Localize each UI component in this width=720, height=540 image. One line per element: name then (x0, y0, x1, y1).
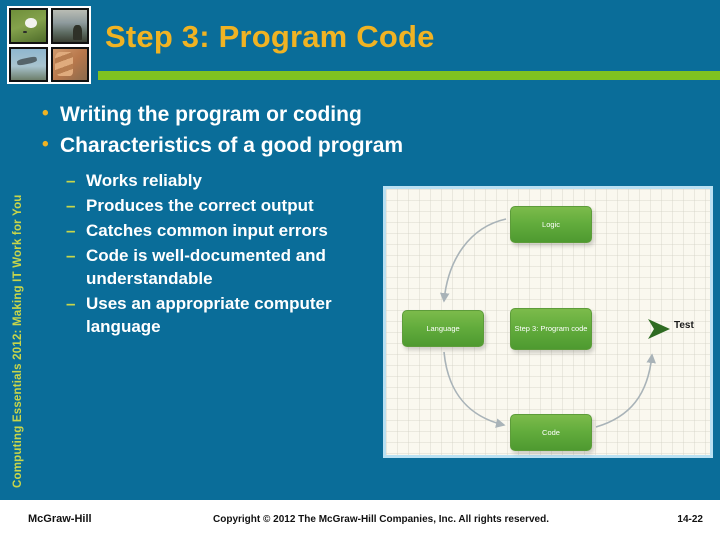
hand-photo (50, 46, 89, 82)
sub-bullet-item: Produces the correct output (66, 194, 383, 217)
diagram-grid-background: Logic Language Step 3: Program code Code… (386, 189, 710, 455)
slide-body: Writing the program or coding Characteri… (38, 99, 403, 340)
golf-photo (9, 8, 48, 44)
sub-bullet-item: Works reliably (66, 169, 383, 192)
diagram-node-logic: Logic (510, 206, 592, 243)
bullet-item: Characteristics of a good program (38, 130, 403, 161)
footer-copyright: Copyright © 2012 The McGraw-Hill Compani… (213, 514, 549, 525)
slide-title: Step 3: Program Code (105, 19, 435, 54)
process-diagram-panel: Logic Language Step 3: Program code Code… (383, 186, 713, 458)
slide-footer: McGraw-Hill Copyright © 2012 The McGraw-… (0, 500, 720, 540)
sub-bullet-item: Uses an appropriate computer language (66, 292, 383, 338)
diagram-node-code: Code (510, 414, 592, 451)
diagram-node-language: Language (402, 310, 484, 347)
beach-photo (50, 8, 89, 44)
title-accent-bar (98, 71, 720, 80)
footer-publisher: McGraw-Hill (28, 513, 92, 525)
left-sidebar-strip: Computing Essentials 2012: Making IT Wor… (0, 0, 26, 512)
airplane-photo (9, 46, 48, 82)
sub-bullet-item: Catches common input errors (66, 219, 383, 242)
sub-bullet-list: Works reliably Produces the correct outp… (38, 169, 383, 338)
diagram-output-label-test: Test (674, 320, 694, 331)
footer-page-number: 14-22 (677, 514, 703, 525)
book-title-vertical: Computing Essentials 2012: Making IT Wor… (12, 194, 24, 488)
sub-bullet-item: Code is well-documented and understandab… (66, 244, 383, 290)
diagram-node-program-code: Step 3: Program code (510, 308, 592, 350)
bullet-item: Writing the program or coding (38, 99, 383, 130)
logo-photo-collage (7, 6, 91, 84)
